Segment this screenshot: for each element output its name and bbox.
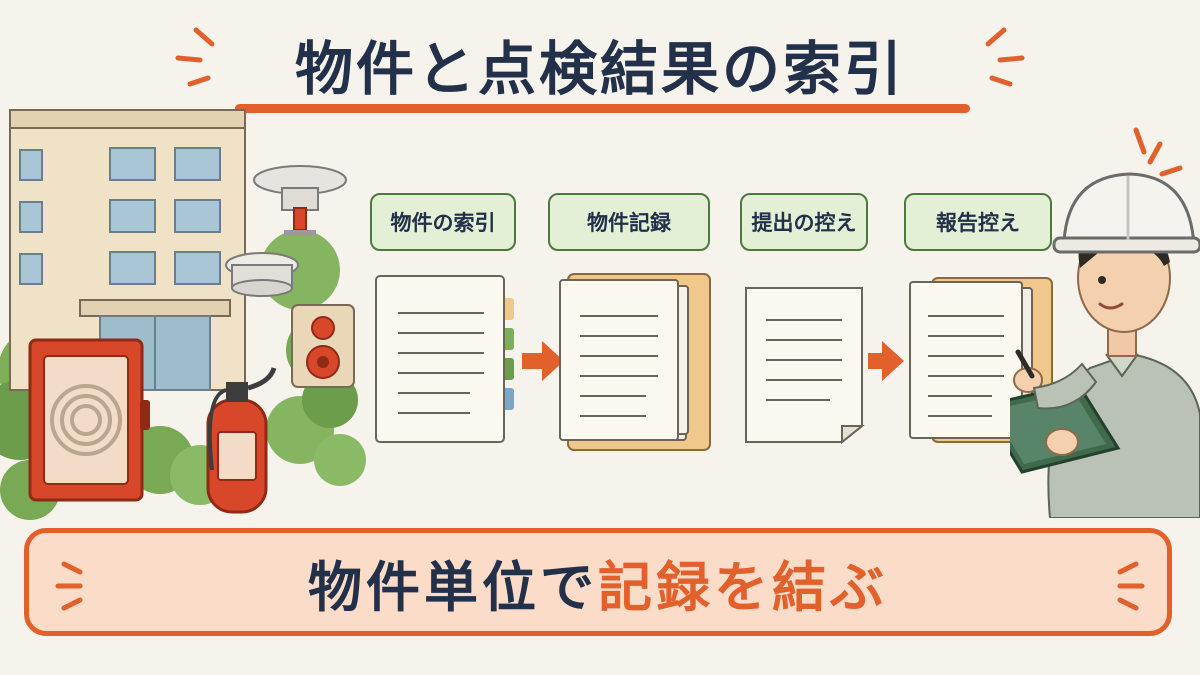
records-folder-icon — [559, 273, 711, 451]
arrow-right-icon — [868, 341, 904, 381]
smoke-detector — [225, 252, 299, 297]
banner-text-main: 物件単位で — [308, 555, 598, 619]
building-equipment-illustration — [0, 109, 366, 520]
page-title: 物件と点検結果の索引 — [294, 35, 905, 103]
title-underline — [235, 104, 970, 113]
step-label-submission-copy: 提出の控え — [740, 193, 868, 251]
step-label-report-copy: 報告控え — [904, 193, 1052, 251]
step-label-property-records: 物件記録 — [548, 193, 710, 251]
index-binder-icon — [375, 275, 514, 443]
banner-accent-marks — [55, 561, 1145, 611]
documents-flow — [375, 273, 1053, 451]
banner-text-accent: 記録を結ぶ — [598, 555, 888, 619]
arrow-right-icon — [522, 341, 564, 381]
submission-copy-icon — [745, 287, 865, 445]
sprinkler-head — [253, 165, 347, 236]
summary-banner: 物件単位で 記録を結ぶ — [24, 528, 1172, 636]
alarm-speaker — [291, 304, 355, 388]
fire-hose-cabinet — [28, 338, 150, 502]
title-accent-marks — [175, 27, 1025, 87]
inspector-illustration — [1010, 127, 1200, 518]
fire-extinguisher — [206, 367, 277, 514]
step-label-property-index: 物件の索引 — [370, 193, 516, 251]
